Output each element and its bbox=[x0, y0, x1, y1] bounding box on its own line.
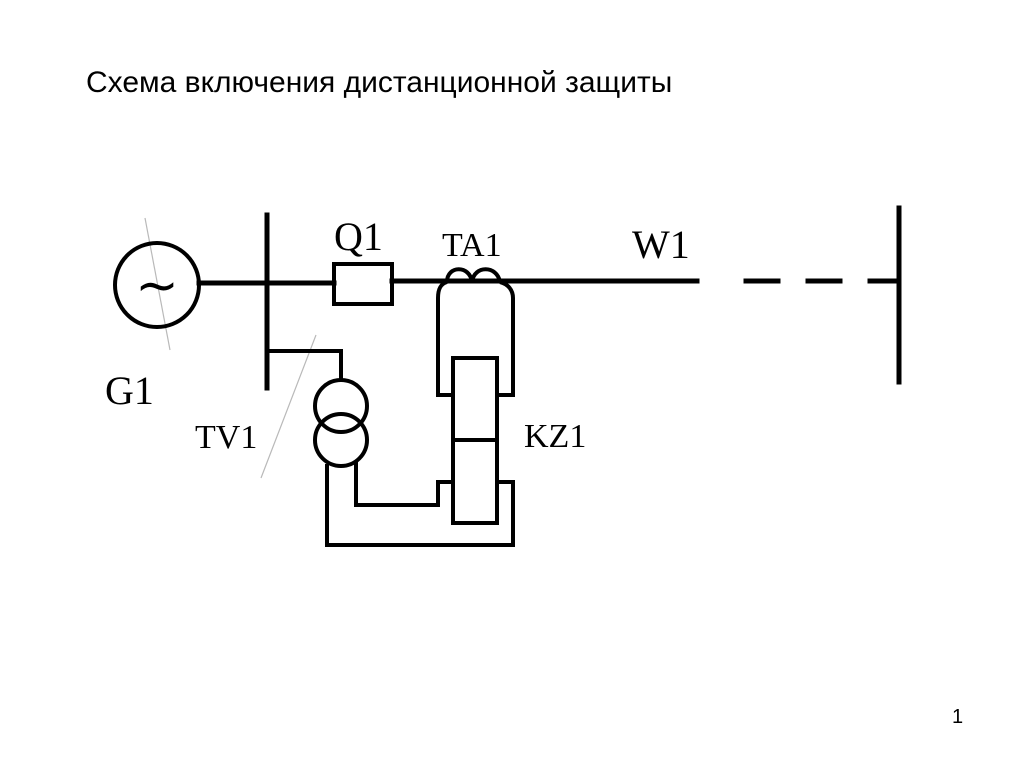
tv1-primary-connection bbox=[267, 349, 343, 382]
tv1-primary-winding bbox=[313, 378, 369, 434]
tv1-secondary-wire-b bbox=[325, 464, 515, 547]
label-ta1: TA1 bbox=[442, 227, 502, 264]
relay-kz1 bbox=[451, 356, 499, 525]
ta1-coil-right bbox=[470, 267, 502, 283]
label-kz1: KZ1 bbox=[524, 418, 586, 455]
tv1-secondary-winding bbox=[313, 412, 369, 468]
page-number: 1 bbox=[952, 706, 964, 728]
relay-current-element bbox=[451, 356, 499, 442]
relay-voltage-element bbox=[451, 438, 499, 525]
tv1-secondary-wire-a bbox=[354, 462, 452, 507]
generator-symbol: ~ bbox=[135, 256, 179, 316]
tv1-ground-hatch bbox=[260, 334, 317, 479]
label-tv1: TV1 bbox=[195, 419, 257, 456]
breaker-q1 bbox=[332, 262, 394, 306]
ta1-secondary-loop bbox=[436, 280, 515, 397]
current-transformer-ta1 bbox=[436, 267, 515, 397]
label-g1: G1 bbox=[105, 368, 154, 413]
label-q1: Q1 bbox=[334, 214, 383, 259]
generator-g1: ~ bbox=[113, 217, 201, 351]
label-w1: W1 bbox=[632, 222, 690, 267]
voltage-transformer-tv1 bbox=[260, 334, 515, 547]
slide-title: Схема включения дистанционной защиты bbox=[86, 66, 673, 99]
